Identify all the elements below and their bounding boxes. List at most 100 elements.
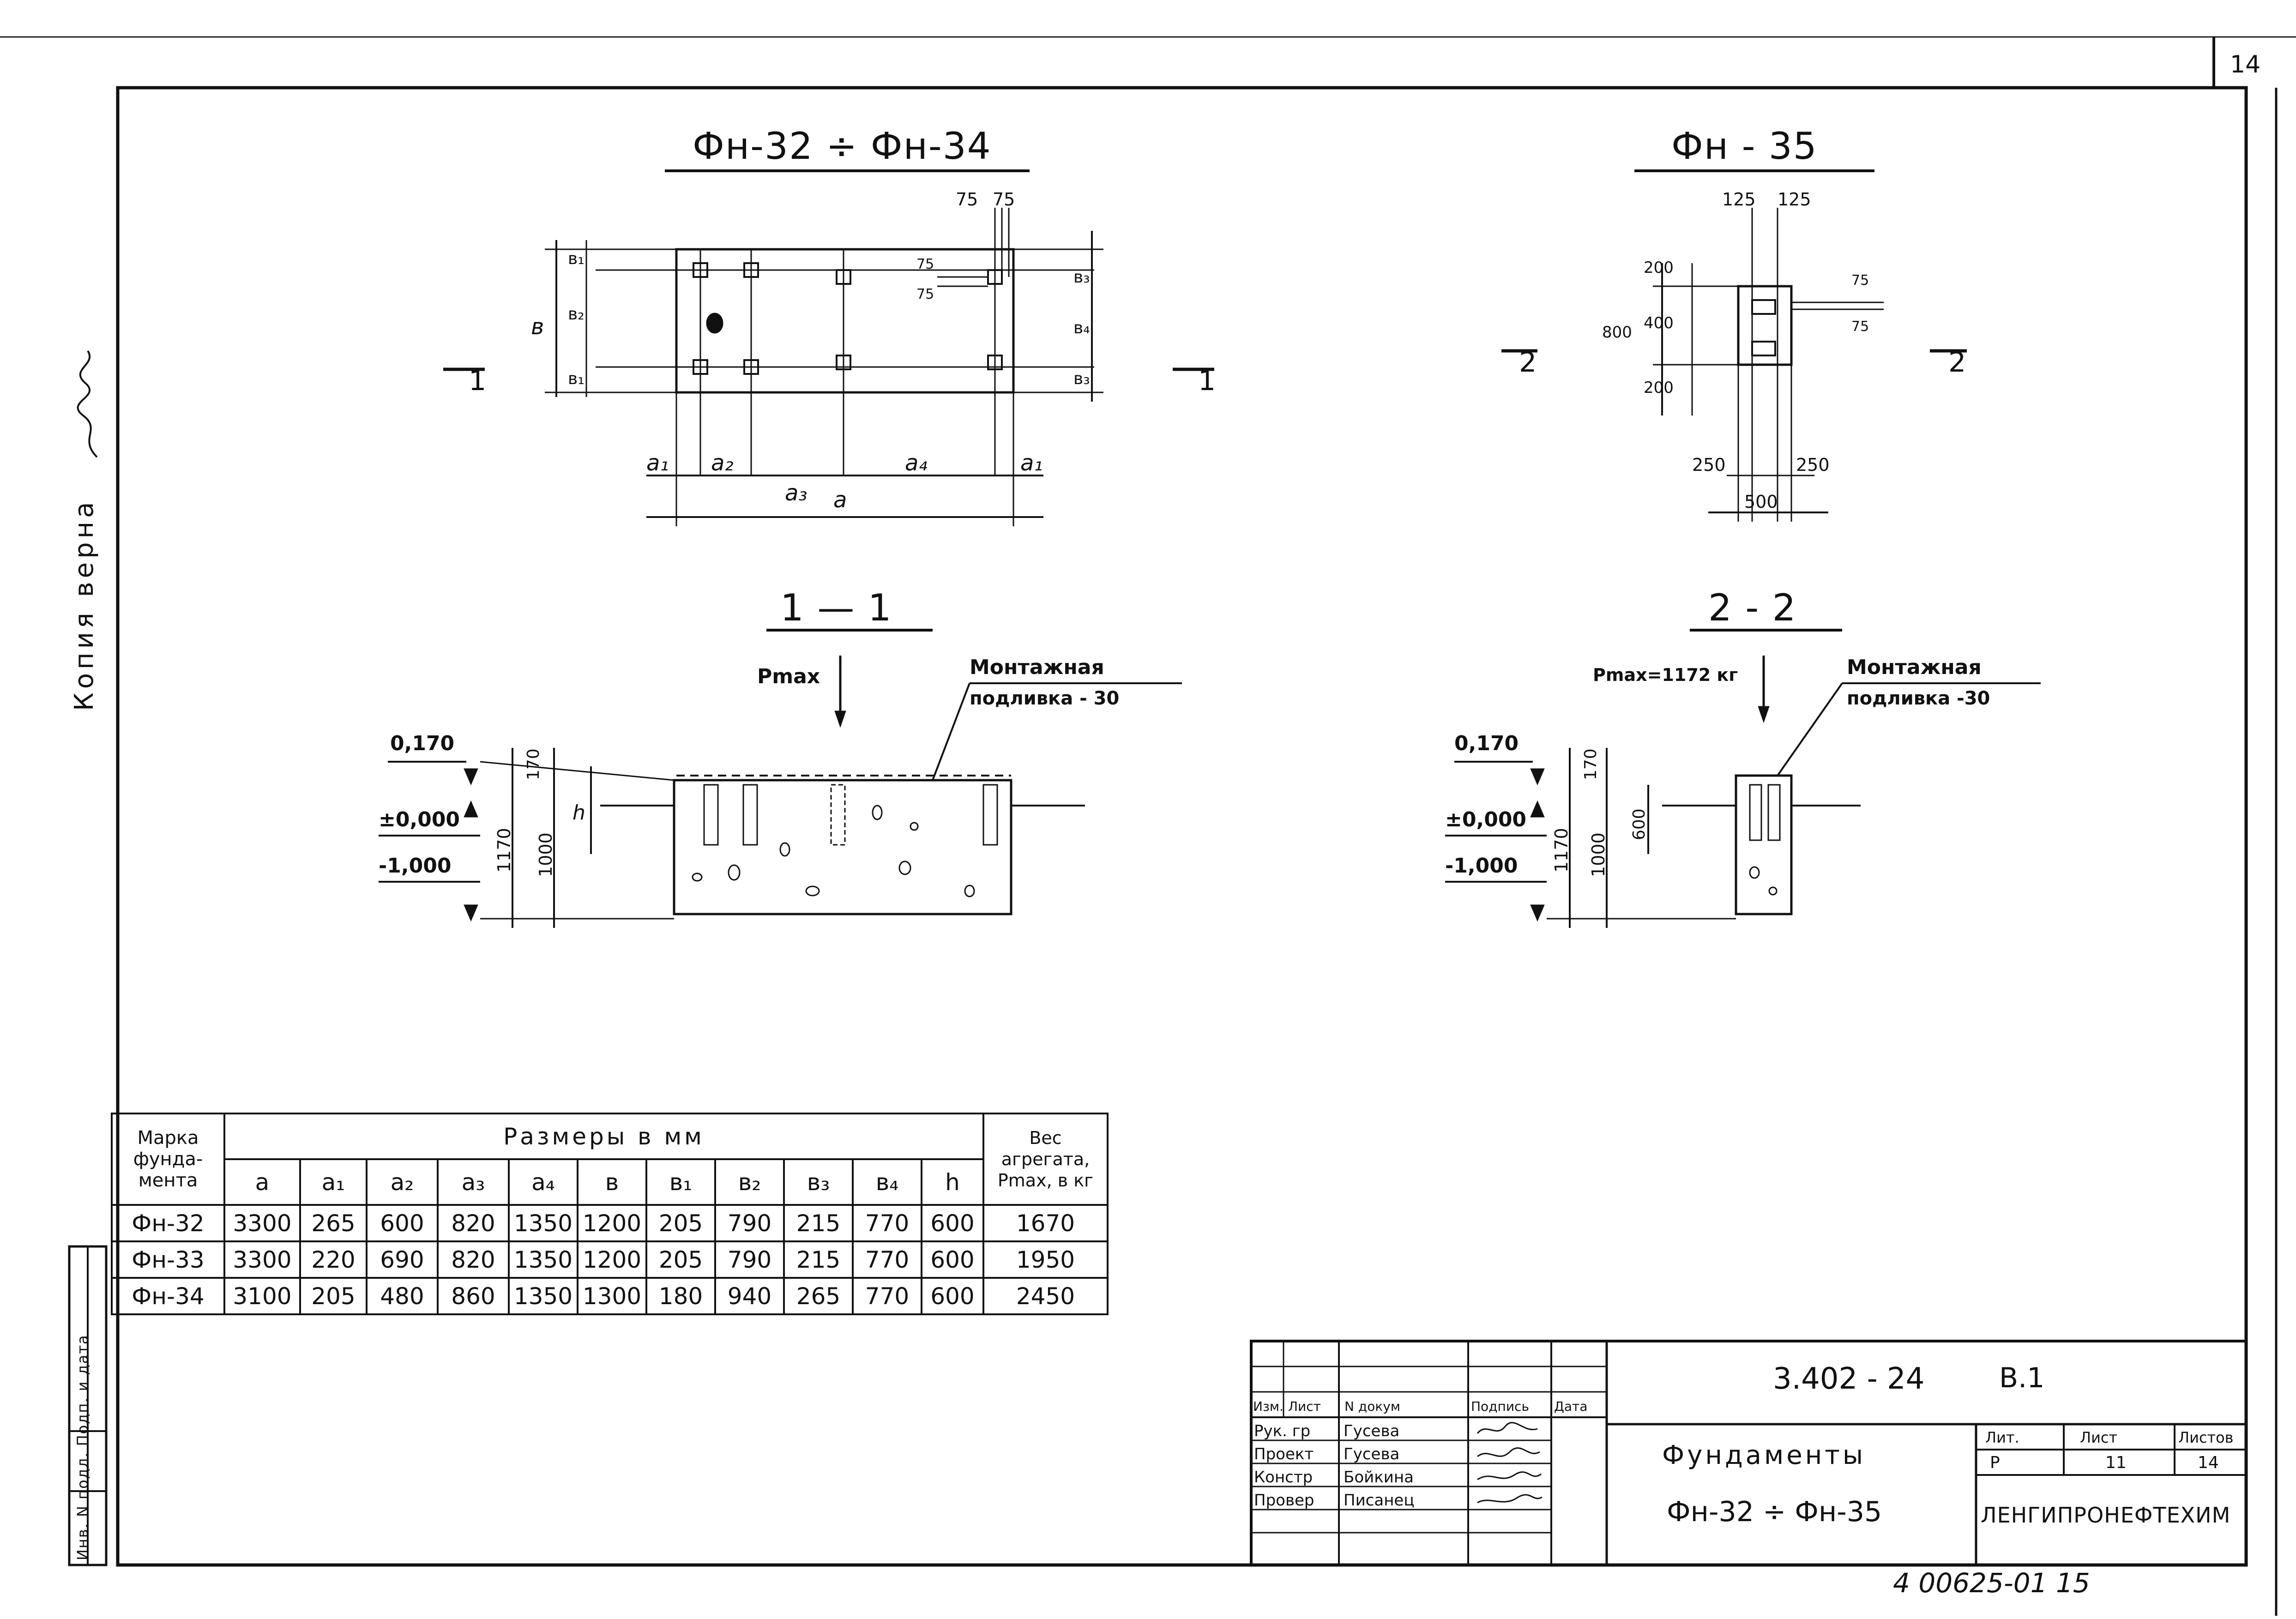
table-row: Фн-33 3300 220 690 820 1350 1200 205 790… [111,1240,1109,1279]
cell: 180 [645,1277,716,1315]
plan-b-section-mark-left: 2 [1519,346,1537,379]
table-row: Фн-32 3300 265 600 820 1350 1200 205 790… [111,1204,1109,1242]
row-weight: 1670 [982,1204,1109,1242]
plan-a-dim-a4: a₄ [905,450,928,476]
plan-a-dim-b3-top: в₃ [1073,268,1090,287]
tb-lit-value: Р [1990,1453,2000,1472]
plan-b-title: Фн - 35 [1671,125,1818,168]
row-mark: Фн-33 [111,1240,225,1279]
tb-header-sheets: Листов [2178,1429,2234,1446]
tb-sheets-value: 14 [2198,1453,2219,1472]
tb-sheet-value: 11 [2105,1453,2127,1472]
tb-role: Проект [1254,1445,1314,1463]
plan-a-dim-b1-top: в₁ [568,249,585,268]
cell: 940 [714,1277,785,1315]
plan-a-dim-b4: в₄ [1073,319,1090,337]
plan-b [1501,169,1967,522]
tb-header-sign: Подпись [1471,1399,1529,1414]
cell: 3300 [223,1204,301,1242]
tb-role: Провер [1254,1491,1314,1510]
plan-b-dim-200a: 200 [1644,259,1674,277]
section-2-dim-600: 600 [1630,808,1649,840]
plan-a-dim-b1-bottom: в₁ [568,369,585,388]
tb-person: Гусева [1344,1422,1400,1440]
cell: 820 [437,1240,510,1279]
section-1-note-line1: Монтажная [970,656,1104,679]
cell: 205 [299,1277,368,1315]
plan-a-dim-a2: a₂ [711,450,734,476]
tb-header-doc: N докум [1344,1399,1400,1414]
plan-a-dim-a: a [833,487,847,513]
plan-b-dim-500: 500 [1744,492,1778,512]
copy-signature [77,350,98,458]
cell: 1200 [577,1240,647,1279]
col-b2: в₂ [714,1158,785,1206]
cell: 860 [437,1277,510,1315]
section-2-title: 2 - 2 [1708,586,1797,629]
plan-b-section-mark-right: 2 [1948,346,1966,379]
plan-b-dim-75a: 75 [1851,272,1869,289]
section-2-level-zero: ±0,000 [1445,808,1527,831]
col-b4: в₄ [852,1158,922,1206]
cell: 1300 [577,1277,647,1315]
cell: 770 [852,1277,922,1315]
table-header-weight: Вес агрегата, Pmax, в кг [982,1113,1109,1206]
plan-a-title: Фн-32 ÷ Фн-34 [693,125,992,168]
section-1-level-top: 0,170 [390,732,455,755]
section-2-dim-1000: 1000 [1588,832,1609,877]
col-b3: в₃ [783,1158,854,1206]
section-1-1 [379,629,1182,928]
cell: 790 [714,1204,785,1242]
section-2-dim-170: 170 [1581,748,1600,780]
plan-a-dim-75b: 75 [993,189,1015,210]
cell: 265 [299,1204,368,1242]
cell: 600 [921,1240,984,1279]
cell: 770 [852,1240,922,1279]
cell: 1200 [577,1204,647,1242]
plan-b-dim-200b: 200 [1644,379,1674,397]
cell: 770 [852,1204,922,1242]
section-1-level-zero: ±0,000 [379,808,460,831]
section-2-note-line1: Монтажная [1847,656,1982,679]
document-issue: В.1 [1999,1362,2045,1394]
tb-header-izm: Изм. [1253,1399,1284,1414]
tb-header-lit: Лит. [1985,1429,2019,1446]
tb-header-sheet: Лист [2080,1429,2118,1446]
col-a2: a₂ [366,1158,439,1206]
cell: 215 [783,1240,854,1279]
section-1-dim-1000: 1000 [536,832,556,877]
tb-header-date: Дата [1554,1399,1588,1414]
tb-person: Гусева [1344,1445,1400,1463]
plan-b-dim-125a: 125 [1722,189,1756,210]
section-2-2 [1445,629,2041,928]
section-1-dim-1170: 1170 [494,828,514,873]
section-1-dim-h: h [572,801,585,825]
cell: 205 [645,1240,716,1279]
plan-a [443,169,1214,526]
cell: 690 [366,1240,439,1279]
cell: 215 [783,1204,854,1242]
cell: 480 [366,1277,439,1315]
row-mark: Фн-34 [111,1277,225,1315]
plan-a-dim-b3-bottom: в₃ [1073,369,1090,388]
drawing-name-line2: Фн-32 ÷ Фн-35 [1667,1496,1882,1528]
tb-person: Писанец [1344,1491,1415,1510]
plan-a-dim-b2: в₂ [568,305,585,324]
plan-a-section-mark-left: 1 [469,365,487,397]
copy-verified-note: Копия верна [69,498,99,711]
col-h: h [921,1158,984,1206]
col-b1: в₁ [645,1158,716,1206]
section-1-level-bottom: -1,000 [379,854,452,878]
tb-role: Констр [1254,1468,1313,1487]
cell: 220 [299,1240,368,1279]
cell: 790 [714,1240,785,1279]
page-number: 14 [2230,51,2261,78]
table-header-dims: Размеры в мм [223,1113,984,1160]
section-2-note-line2: подливка -30 [1847,688,1990,709]
plan-a-dim-a1-right: a₁ [1020,450,1043,476]
cell: 205 [645,1204,716,1242]
plan-a-dim-v75b: 75 [916,286,934,302]
section-2-level-top: 0,170 [1454,732,1519,755]
plan-a-dim-v75a: 75 [916,256,934,272]
